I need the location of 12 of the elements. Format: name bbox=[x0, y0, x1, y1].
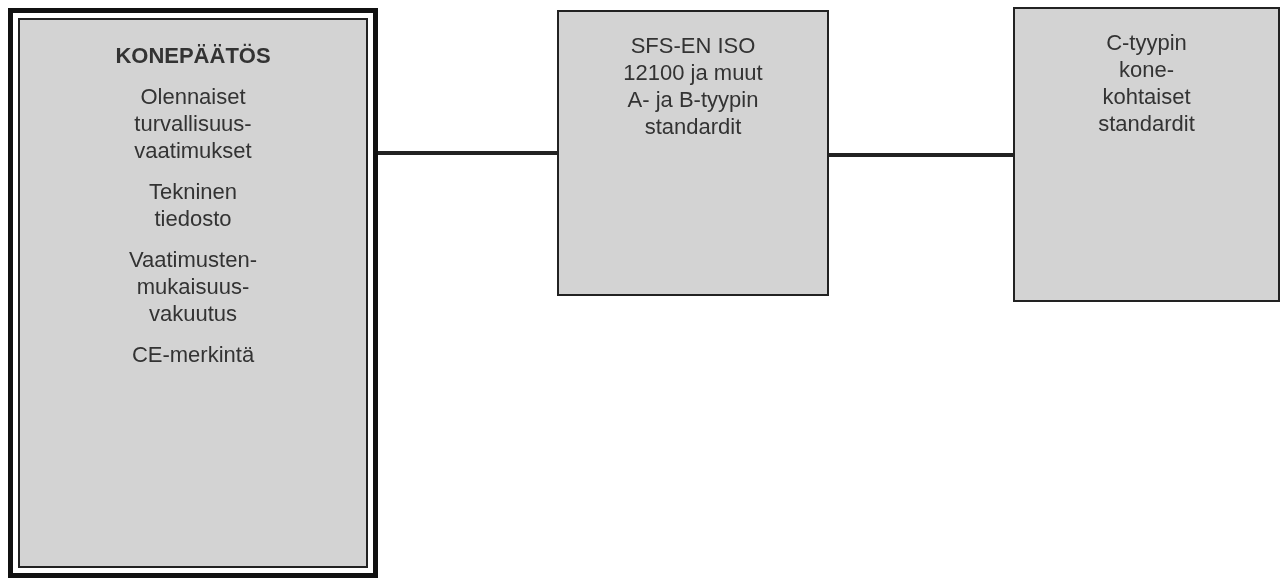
connector-line bbox=[829, 153, 1013, 157]
box-text: C-tyypin kone- kohtaiset standardit bbox=[1097, 29, 1196, 137]
box-text: SFS-EN ISO 12100 ja muut A- ja B-tyypin standardit bbox=[622, 32, 764, 140]
box-text: Vaatimusten- mukaisuus- vakuutus bbox=[128, 246, 258, 327]
standard-box bbox=[1013, 7, 1280, 302]
standard-box bbox=[8, 8, 378, 578]
box-text: CE-merkintä bbox=[130, 341, 256, 368]
box-text: Olennaiset turvallisuus- vaatimukset bbox=[133, 83, 253, 164]
standard-box bbox=[557, 10, 829, 296]
connector-line bbox=[378, 151, 557, 155]
box-heading: KONEPÄÄTÖS bbox=[115, 42, 271, 69]
box-text: Tekninen tiedosto bbox=[147, 178, 239, 232]
